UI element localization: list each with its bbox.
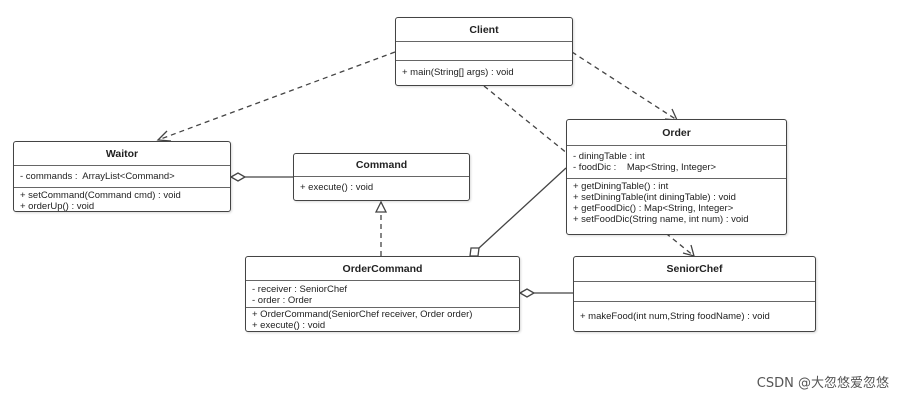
method-getfooddic: + getFoodDic() : Map<String, Integer>: [573, 203, 734, 214]
class-order-name: Order: [567, 120, 786, 146]
attribute-receiver: - receiver : SeniorChef: [252, 284, 348, 295]
dependency-client-waitor: [157, 51, 396, 141]
method-orderup: + orderUp() : void: [20, 201, 95, 211]
class-order-methods: + getDiningTable() : int + setDiningTabl…: [567, 179, 786, 234]
method-ordercommand-constructor: + OrderCommand(SeniorChef receiver, Orde…: [252, 309, 473, 320]
method-getdiningtable: + getDiningTable() : int: [573, 181, 669, 192]
method-setcommand: + setCommand(Command cmd) : void: [20, 190, 181, 201]
watermark-text: CSDN @大忽悠爱忽悠: [756, 376, 889, 391]
method-makefood: + makeFood(int num,String foodName) : vo…: [580, 311, 770, 322]
arrowhead-client-seniorchef: [682, 244, 695, 257]
class-seniorchef[interactable]: SeniorChef + makeFood(int num,String foo…: [573, 256, 816, 332]
arrowhead-client-waitor: [156, 130, 172, 142]
class-waitor-attributes: - commands : ArrayList<Command>: [14, 166, 230, 188]
class-waitor[interactable]: Waitor - commands : ArrayList<Command> +…: [13, 141, 231, 212]
class-seniorchef-attributes: [574, 282, 815, 302]
dependency-client-order: [571, 51, 678, 121]
class-client-methods: + main(String[] args) : void: [396, 61, 572, 85]
attribute-order: - order : Order: [252, 295, 313, 306]
class-client-attributes: [396, 42, 572, 61]
class-command-methods: + execute() : void: [294, 177, 469, 199]
class-client-name: Client: [396, 18, 572, 42]
class-order[interactable]: Order - diningTable : int - foodDic : Ma…: [566, 119, 787, 235]
class-waitor-methods: + setCommand(Command cmd) : void + order…: [14, 188, 230, 211]
class-ordercommand-name: OrderCommand: [246, 257, 519, 281]
method-execute: + execute() : void: [252, 320, 326, 331]
class-order-attributes: - diningTable : int - foodDic : Map<Stri…: [567, 146, 786, 179]
class-seniorchef-name: SeniorChef: [574, 257, 815, 282]
attribute-fooddic: - foodDic : Map<String, Integer>: [573, 162, 717, 173]
class-command-name: Command: [294, 154, 469, 177]
class-waitor-name: Waitor: [14, 142, 230, 166]
attribute-diningtable: - diningTable : int: [573, 151, 645, 162]
class-client[interactable]: Client + main(String[] args) : void: [395, 17, 573, 86]
method-main: + main(String[] args) : void: [402, 67, 514, 78]
class-command[interactable]: Command + execute() : void: [293, 153, 470, 201]
attribute-commands: - commands : ArrayList<Command>: [20, 171, 175, 182]
class-ordercommand-methods: + OrderCommand(SeniorChef receiver, Orde…: [246, 308, 519, 331]
aggregation-diamond-ordercommand-order: [469, 247, 480, 257]
method-setdiningtable: + setDiningTable(int diningTable) : void: [573, 192, 736, 203]
class-ordercommand-attributes: - receiver : SeniorChef - order : Order: [246, 281, 519, 308]
class-seniorchef-methods: + makeFood(int num,String foodName) : vo…: [574, 302, 815, 330]
class-ordercommand[interactable]: OrderCommand - receiver : SeniorChef - o…: [245, 256, 520, 332]
method-setfooddic: + setFoodDic(String name, int num) : voi…: [573, 214, 749, 225]
realization-triangle: [374, 200, 388, 213]
aggregation-ordercommand-order: [478, 167, 567, 249]
method-execute: + execute() : void: [300, 182, 374, 193]
aggregation-diamond-ordercommand-seniorchef: [518, 288, 536, 298]
aggregation-diamond-waitor: [229, 172, 247, 182]
